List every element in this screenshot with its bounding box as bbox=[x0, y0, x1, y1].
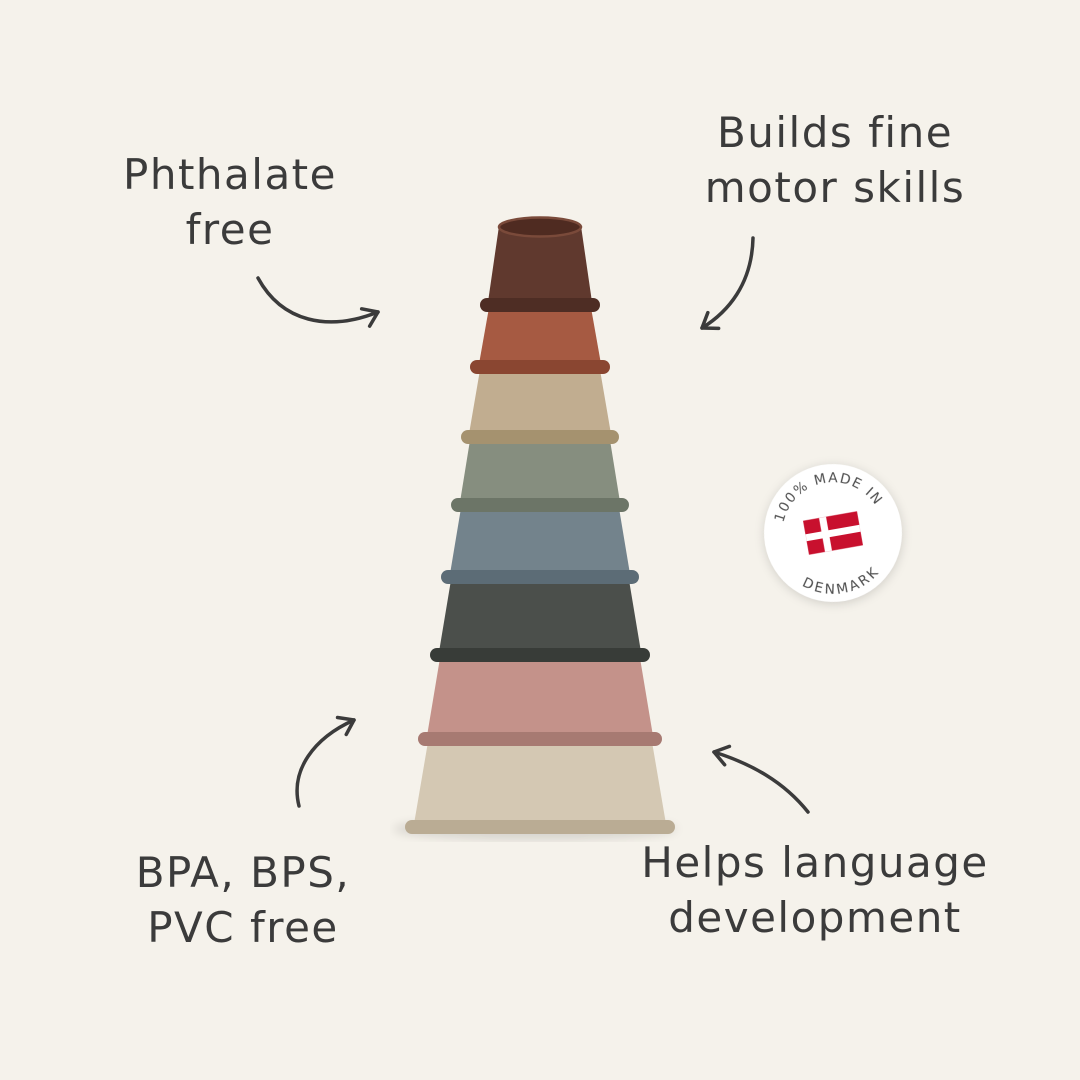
cup-body bbox=[460, 434, 620, 502]
cup-rim bbox=[418, 732, 662, 746]
label-language-development: Helps language development bbox=[605, 836, 1025, 945]
danish-flag-icon bbox=[803, 511, 863, 555]
cup-rim bbox=[470, 360, 610, 374]
cup-body bbox=[414, 736, 666, 824]
cup-body bbox=[488, 226, 592, 302]
label-line: development bbox=[668, 892, 962, 942]
label-line: Builds fine bbox=[716, 108, 954, 157]
arrow-bpa-icon bbox=[295, 715, 356, 808]
cup-charcoal bbox=[430, 574, 650, 662]
cup-cream bbox=[405, 736, 675, 834]
label-line: PVC free bbox=[147, 902, 339, 952]
label-line: motor skills bbox=[704, 162, 966, 212]
cup-beige bbox=[461, 364, 619, 444]
cup-rim bbox=[461, 430, 619, 444]
cup-body bbox=[427, 652, 653, 736]
label-line: Phthalate bbox=[123, 150, 337, 199]
cup-body bbox=[450, 502, 630, 574]
cup-body bbox=[469, 364, 611, 434]
cup-rim bbox=[451, 498, 629, 512]
label-fine-motor-skills: Builds fine motor skills bbox=[655, 106, 1015, 215]
label-bpa-bps-pvc-free: BPA, BPS, PVC free bbox=[93, 846, 393, 955]
flag-cross-horizontal bbox=[805, 524, 861, 542]
cup-top-opening bbox=[497, 216, 583, 238]
cup-body bbox=[439, 574, 641, 652]
cup-rim bbox=[480, 298, 600, 312]
arrow-language-icon bbox=[712, 744, 810, 814]
cup-rose bbox=[418, 652, 662, 746]
stacking-cups-tower bbox=[390, 212, 690, 842]
cup-blue-gray bbox=[441, 502, 639, 584]
cup-rust bbox=[470, 302, 610, 374]
cup-sage bbox=[451, 434, 629, 512]
arrow-fine-motor-icon bbox=[700, 236, 755, 331]
arrow-phthalate-icon bbox=[256, 276, 380, 328]
cup-rim bbox=[430, 648, 650, 662]
label-phthalate-free: Phthalate free bbox=[90, 148, 370, 257]
cup-rim bbox=[405, 820, 675, 834]
cup-rim bbox=[441, 570, 639, 584]
label-line: free bbox=[185, 204, 275, 254]
made-in-denmark-badge: 100% MADE IN DENMARK bbox=[751, 451, 916, 616]
cup-body bbox=[479, 302, 601, 364]
label-line: Helps language bbox=[641, 838, 989, 887]
cup-dark-brown bbox=[480, 216, 600, 312]
label-line: BPA, BPS, bbox=[135, 848, 351, 897]
